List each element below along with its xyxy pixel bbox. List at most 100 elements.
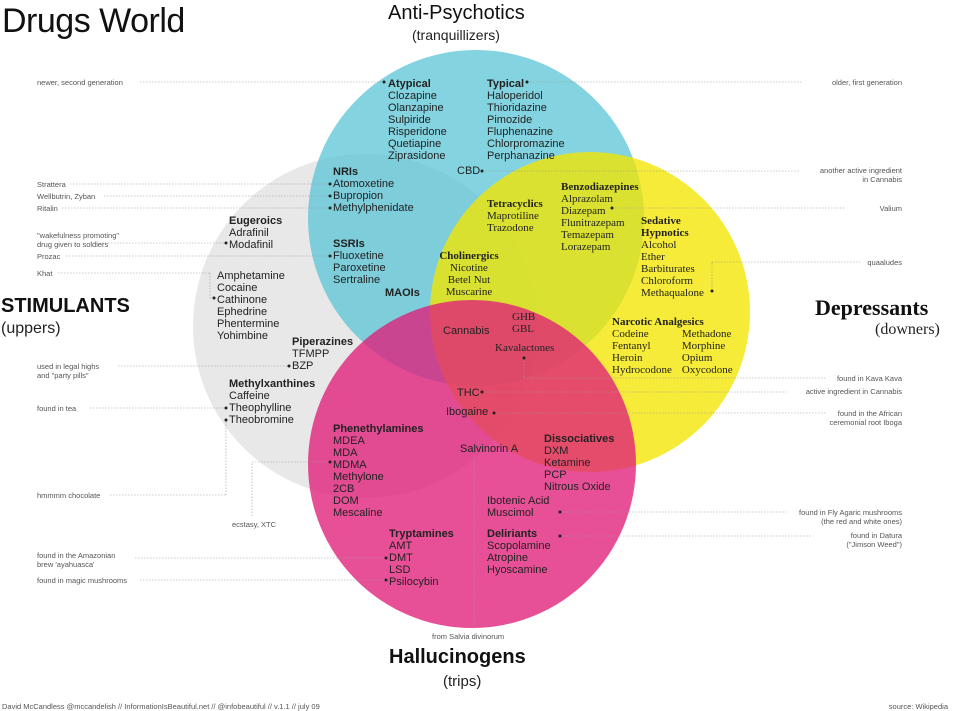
hallucinogens-title: Hallucinogens (389, 646, 526, 668)
annotation-line: used in legal highs (37, 362, 100, 371)
group-typical: Typical Haloperidol Thioridazine Pimozid… (487, 78, 565, 162)
annotation-legal-highs: used in legal highs and "party pills" (37, 362, 99, 380)
group-nris: NRIs Atomoxetine Bupropion Methylphenida… (333, 166, 414, 214)
list-item: TFMPP (292, 348, 330, 360)
group-eugeroics-head: Eugeroics (229, 215, 283, 227)
drug-cannabis: Cannabis (443, 325, 490, 337)
list-item: Methaqualone (641, 287, 704, 299)
annotation-fly-agaric: found in Fly Agaric mushrooms (the red a… (799, 508, 902, 526)
drug-ibogaine: Ibogaine (446, 406, 489, 418)
annotation-line: drug given to soldiers (37, 240, 109, 249)
annotation-iboga: found in the African ceremonial root Ibo… (829, 409, 902, 427)
list-item: 2CB (333, 483, 355, 495)
list-item: Fluoxetine (333, 250, 384, 262)
group-tryptamines: Tryptamines AMT DMT LSD Psilocybin (389, 528, 454, 588)
drug-gbl: GBL (512, 323, 534, 335)
group-nris-head: NRIs (333, 166, 359, 178)
group-narcotic-head: Narcotic Analgesics (612, 316, 704, 328)
group-hypnotics-head: Hypnotics (641, 227, 689, 239)
annotation-quaaludes: quaaludes (867, 258, 902, 267)
annotation-line: found in the African (837, 409, 902, 418)
depressants-title: Depressants (815, 295, 929, 320)
leader-dots (212, 80, 714, 582)
drug-salvinorin: Salvinorin A (460, 443, 519, 455)
group-sedative-head: Sedative (641, 215, 681, 227)
list-item: Morphine (681, 340, 726, 352)
annotation-wakefulness: "wakefulness promoting" drug given to so… (37, 231, 119, 249)
list-item: Caffeine (229, 390, 270, 402)
stimulants-subtitle: (uppers) (1, 320, 61, 337)
drug-kavalactones: Kavalactones (495, 342, 555, 354)
annotation-line: and "party pills" (37, 371, 89, 380)
group-tryptamines-head: Tryptamines (389, 528, 454, 540)
list-item: Theobromine (229, 414, 294, 426)
list-item: Alcohol (641, 239, 677, 251)
list-item: Mescaline (333, 507, 383, 519)
group-cholinergics-head: Cholinergics (439, 250, 499, 262)
list-item: Chlorpromazine (487, 138, 565, 150)
list-item: Cocaine (217, 282, 258, 294)
group-tetracyclics: Tetracyclics Maprotiline Trazodone (487, 198, 543, 234)
group-tetracyclics-head: Tetracyclics (487, 198, 543, 210)
group-methylxanthines-head: Methylxanthines (229, 378, 316, 390)
group-ssris: SSRIs Fluoxetine Paroxetine Sertraline (333, 238, 386, 286)
group-atypical-head: Atypical (388, 78, 431, 90)
antipsychotics-subtitle: (tranquillizers) (412, 27, 500, 43)
annotation-magic-mushrooms: found in magic mushrooms (37, 576, 128, 585)
drug-cbd: CBD (457, 165, 481, 177)
list-item: Lorazepam (561, 241, 611, 253)
annotation-tea: found in tea (37, 404, 77, 413)
list-item: Codeine (612, 328, 649, 340)
list-item: MDA (333, 447, 358, 459)
list-item: Methylphenidate (333, 202, 414, 214)
list-item: Alprazolam (561, 193, 613, 205)
list-item: LSD (389, 564, 411, 576)
group-atypical: Atypical Clozapine Olanzapine Sulpiride … (388, 78, 447, 162)
group-eugeroics: Eugeroics Adrafinil Modafinil (229, 215, 282, 251)
list-item: Haloperidol (487, 90, 543, 102)
page-title: Drugs World (2, 2, 185, 40)
annotation-valium: Valium (879, 204, 902, 213)
group-ssris-head: SSRIs (333, 238, 365, 250)
annotation-ritalin: Ritalin (37, 204, 58, 213)
group-typical-head: Typical (487, 78, 525, 90)
annotation-line: brew 'ayahuasca' (37, 560, 95, 569)
annotation-line: (the red and white ones) (821, 517, 902, 526)
list-item: Paroxetine (333, 262, 386, 274)
list-item: Fentanyl (612, 340, 651, 352)
annotation-strattera: Strattera (37, 180, 66, 189)
list-item: Temazepam (561, 229, 614, 241)
list-item: DMT (389, 552, 413, 564)
group-deliriants: Deliriants Scopolamine Atropine Hyoscami… (487, 528, 551, 576)
list-item: Atropine (487, 552, 528, 564)
group-phenethylamines: Phenethylamines MDEA MDA MDMA Methylone … (333, 423, 423, 519)
list-item: Clozapine (388, 90, 437, 102)
list-item: MDMA (333, 459, 367, 471)
list-item: Sulpiride (388, 114, 431, 126)
list-item: Betel Nut (447, 274, 491, 286)
list-item: Methylone (333, 471, 384, 483)
annotation-line: found in Fly Agaric mushrooms (799, 508, 902, 517)
list-item: Perphanazine (487, 150, 555, 162)
list-item: Yohimbine (217, 330, 268, 342)
annotation-line: "wakefulness promoting" (37, 231, 120, 240)
list-item: Opium (681, 352, 713, 364)
list-item: BZP (292, 360, 314, 372)
list-item: Ibotenic Acid (487, 495, 550, 507)
list-item: Phentermine (217, 318, 280, 330)
antipsychotics-title: Anti-Psychotics (388, 2, 525, 24)
group-piperazines-head: Piperazines (292, 336, 354, 348)
list-item: Hydrocodone (612, 364, 672, 376)
group-dissociatives-head: Dissociatives (544, 433, 615, 445)
list-item: Scopolamine (487, 540, 551, 552)
annotation-salvia: from Salvia divinorum (432, 632, 505, 641)
list-item: Fluphenazine (487, 126, 554, 138)
list-item: Modafinil (229, 239, 274, 251)
hallucinogens-subtitle: (trips) (443, 673, 482, 690)
group-ibotenic: Ibotenic Acid Muscimol (487, 495, 549, 519)
list-item: Flunitrazepam (561, 217, 625, 229)
list-item: Ephedrine (217, 306, 268, 318)
footer-source: source: Wikipedia (888, 702, 948, 711)
list-item: Risperidone (388, 126, 447, 138)
list-item: DXM (544, 445, 569, 457)
